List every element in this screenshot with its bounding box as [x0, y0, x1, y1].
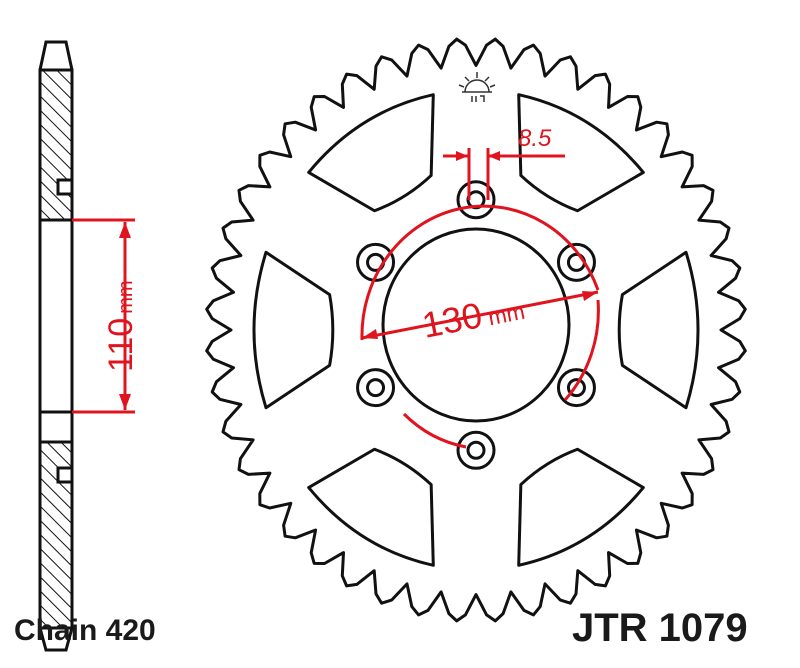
lightening-window	[307, 447, 435, 567]
bolt-hole	[366, 378, 386, 398]
center-bore	[381, 227, 571, 423]
chain-label: Chain 420	[14, 614, 156, 647]
bolt-hole-boss	[556, 368, 596, 408]
pcd-dimension	[360, 204, 600, 449]
bolt-hole	[466, 440, 486, 460]
front-view	[205, 37, 747, 623]
lightening-window	[617, 250, 700, 410]
hub-width-label: 110mm	[102, 280, 140, 372]
side-view	[38, 40, 74, 652]
lightening-window	[252, 250, 335, 410]
bolt-hole-boss	[556, 242, 596, 282]
lightening-window	[307, 93, 435, 213]
bolt-hole-dimension	[443, 148, 565, 200]
bolt-hole-boss	[356, 368, 396, 408]
logo-sun-icon	[458, 72, 496, 102]
sprocket-teeth-outline	[205, 37, 747, 623]
pcd-label: 130mm	[419, 286, 528, 346]
lightening-window	[517, 93, 645, 213]
bolt-hole-boss	[356, 242, 396, 282]
hub-width-dimension	[72, 218, 135, 414]
bolt-hole	[566, 378, 586, 398]
bolt-hole-boss	[456, 180, 496, 220]
bolt-hole-boss	[456, 430, 496, 470]
part-number-label: JTR 1079	[572, 606, 748, 650]
bolt-hole-label: 8.5	[518, 125, 552, 152]
lightening-window	[517, 447, 645, 567]
